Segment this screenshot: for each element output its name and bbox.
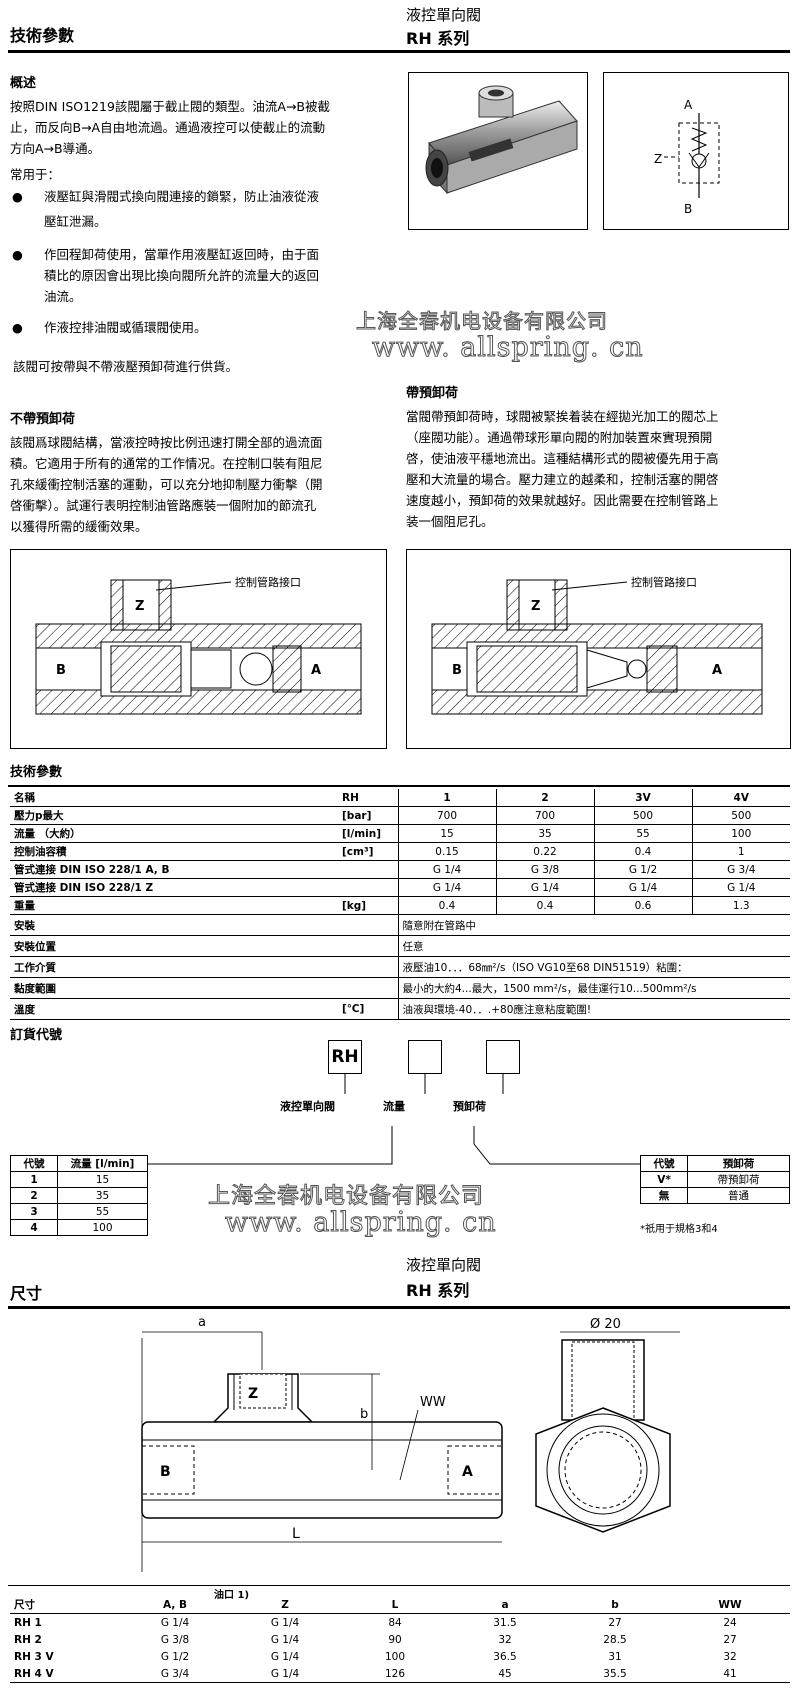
drawing-z-label: Z [135,599,144,614]
decomp-code-table: 代號預卸荷 V*帶預卸荷 無普通 [640,1155,790,1204]
section-drawing-standard: Z B A 控制管路接口 [10,549,387,749]
order-label-flow: 流量 [383,1100,405,1113]
product-name: 液控單向閥 [406,6,482,24]
with-decomp-text: 當閥帶預卸荷時，球閥被緊挨着装在經拋光加工的閥芯上 （座閥功能）。通過帶球形單向… [406,409,719,529]
dim-rule [8,1306,790,1309]
dim-port-a: A [462,1464,473,1480]
table-row: 工作介質液壓油10．．．68㎜²/s（ISO VG10至68 DIN51519）… [10,956,790,978]
dim-port-b: B [160,1464,171,1480]
table-row: 無普通 [640,1187,790,1204]
ordering-connectors [148,1074,640,1165]
product-photo [408,72,588,230]
dim-product-name: 液控單向閥 [406,1256,482,1274]
watermark-url: www. allspring. cn [225,1207,497,1239]
decomp-note: *祇用于規格3和4 [640,1224,718,1235]
symbol-port-z: Z [654,152,662,166]
without-decomp-text: 該閥爲球閥結構，當液控時按比例迅速打開全部的過流面 積。它適用于所有的通常的工作… [10,435,323,534]
bullet-item: ● 作液控排油閥或循環閥使用。 [12,320,207,335]
dim-b-label: b [360,1407,368,1422]
bullet-item: ● 作回程卸荷使用，當單作用液壓缸返回時，由于面 積比的原因會出現比換向閥所允許… [12,247,320,304]
usage-label: 常用于： [10,167,61,182]
without-decomp-heading: 不帶預卸荷 [10,412,76,427]
page-title: 技術參數 [10,26,75,45]
symbol-port-b: B [684,202,692,216]
watermark-company: 上海全春机电设备有限公司 [207,1184,485,1210]
with-decomp-heading: 帶預卸荷 [406,386,459,401]
dim-title: 尺寸 [10,1284,43,1303]
section-drawing-decompression: Z B A 控制管路接口 [406,549,791,749]
symbol-port-a: A [684,98,693,112]
table-row: 安裝位置任意 [10,935,790,957]
drawing-z-label: Z [531,599,540,614]
product-series: RH 系列 [406,29,470,48]
dimension-drawing: a Z B A b WW L Ø 20 [141,1315,680,1572]
dim-product-series: RH 系列 [406,1281,470,1300]
table-row: 溫度[℃]油液與環境-40．．.+80應注意粘度範圍! [10,998,790,1020]
order-box-decomp [486,1040,520,1074]
order-box-rh: RH [328,1040,362,1074]
order-box-flow [408,1040,442,1074]
tech-params-heading: 技術參數 [10,765,63,780]
drawing-a-label: A [712,663,722,678]
dim-dia-label: Ø 20 [590,1317,621,1332]
drawing-port-label: 控制管路接口 [631,575,697,589]
table-header-row: 尺寸 A, B Z L a b WW [10,1596,790,1614]
overview-paragraph: 按照DIN ISO1219該閥屬于截止閥的類型。油流A→B被截 止，而反向B→A… [10,99,331,156]
drawing-b-label: B [452,663,462,678]
watermark-url: www. allspring. cn [372,332,644,364]
supply-note: 該閥可按帶與不帶液壓預卸荷進行供貨。 [13,359,239,374]
bullet-item: ● 液壓缸與滑閥式換向閥連接的鎖緊，防止油液從液 壓缸泄漏。 [12,189,320,229]
table-header-row: 名稱 RH 1 2 3V 4V [10,789,790,807]
dim-l-label: L [292,1526,300,1542]
drawing-b-label: B [56,663,66,678]
drawing-a-label: A [311,663,321,678]
ordering-heading: 訂貨代號 [10,1028,63,1043]
port-group-label: 油口 1) [214,1590,250,1601]
usage-bullets: ● 液壓缸與滑閥式換向閥連接的鎖緊，防止油液從液 壓缸泄漏。 ● 作回程卸荷使用… [10,186,390,338]
drawing-port-label: 控制管路接口 [235,575,301,589]
overview-heading: 概述 [10,76,37,91]
table-row: 安裝隨意附在管路中 [10,914,790,936]
watermark-company: 上海全春机电设备有限公司 [356,309,608,334]
header-rule [8,50,790,53]
order-label-rh: 液控單向閥 [280,1100,335,1113]
order-label-decomp: 預卸荷 [453,1100,486,1113]
dim-a-label: a [198,1315,206,1330]
hydraulic-symbol: A B Z [603,72,789,230]
dim-z-label: Z [248,1386,258,1402]
table-row: V*帶預卸荷 [640,1171,790,1188]
table-row: 黏度範圍最小的大約4...最大，1500 mm²/s，最佳運行10...500m… [10,977,790,999]
dim-ww-label: WW [420,1395,446,1410]
